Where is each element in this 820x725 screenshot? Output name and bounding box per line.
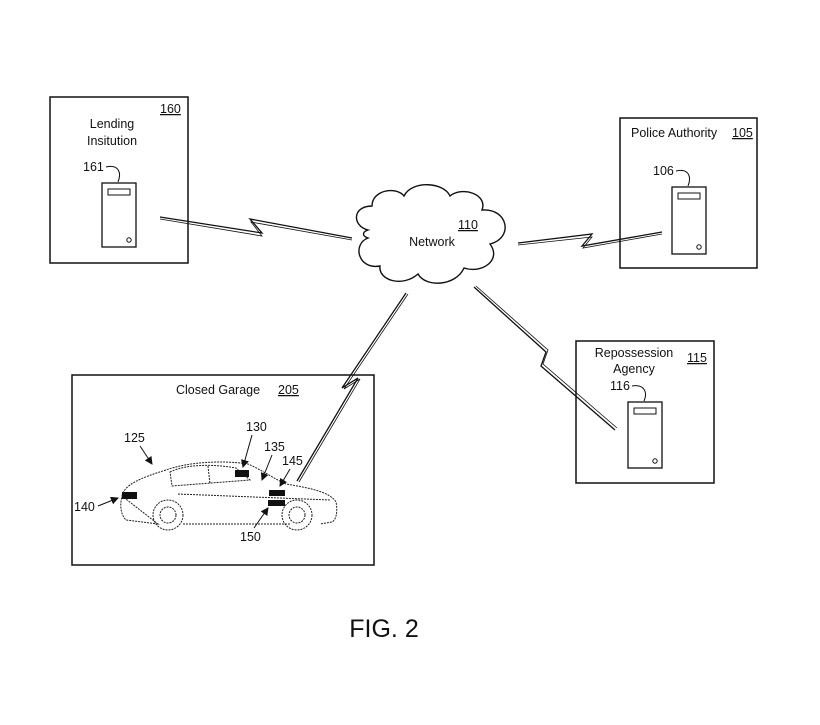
- component-140: [122, 492, 137, 499]
- repo-name-line1: Repossession: [595, 346, 674, 360]
- ref-140: 140: [74, 500, 95, 514]
- component-150: [268, 500, 285, 506]
- server-icon: [627, 401, 663, 469]
- repossession-agency-node: Repossession Agency 115 116: [575, 340, 715, 484]
- network-ref: 110: [458, 218, 478, 232]
- closed-garage-node: Closed Garage 205 125 130 135 145 140 15…: [71, 374, 375, 566]
- component-130: [235, 470, 249, 477]
- repo-name-line2: Agency: [613, 362, 655, 376]
- wireless-link-police: [517, 231, 663, 249]
- vehicle-ref: 125: [124, 431, 145, 445]
- network-cloud: Network 110: [355, 184, 506, 284]
- lending-name-line2: Insitution: [87, 134, 137, 148]
- ref-145: 145: [282, 454, 303, 468]
- wireless-link-vehicle: [296, 292, 409, 483]
- police-server-ref: 106: [653, 164, 674, 178]
- network-name: Network: [409, 235, 456, 249]
- ref-130: 130: [246, 420, 267, 434]
- wireless-link-lending: [159, 216, 353, 241]
- ref-150: 150: [240, 530, 261, 544]
- garage-ref: 205: [278, 383, 299, 397]
- lending-server-ref: 161: [83, 160, 104, 174]
- repo-server-ref: 116: [610, 379, 630, 393]
- figure-label: FIG. 2: [349, 615, 418, 643]
- server-icon: [671, 186, 707, 255]
- lending-ref: 160: [160, 102, 181, 116]
- police-authority-node: Police Authority 105 106: [619, 117, 758, 269]
- police-ref: 105: [732, 126, 753, 140]
- police-name: Police Authority: [631, 126, 718, 140]
- server-icon: [101, 182, 137, 248]
- repo-ref: 115: [687, 351, 707, 365]
- garage-name: Closed Garage: [176, 383, 260, 397]
- component-145: [269, 490, 285, 496]
- lending-name-line1: Lending: [90, 117, 135, 131]
- ref-135: 135: [264, 440, 285, 454]
- wireless-link-repo: [473, 285, 618, 431]
- lending-institution-node: Lending Insitution 160 161: [49, 96, 189, 264]
